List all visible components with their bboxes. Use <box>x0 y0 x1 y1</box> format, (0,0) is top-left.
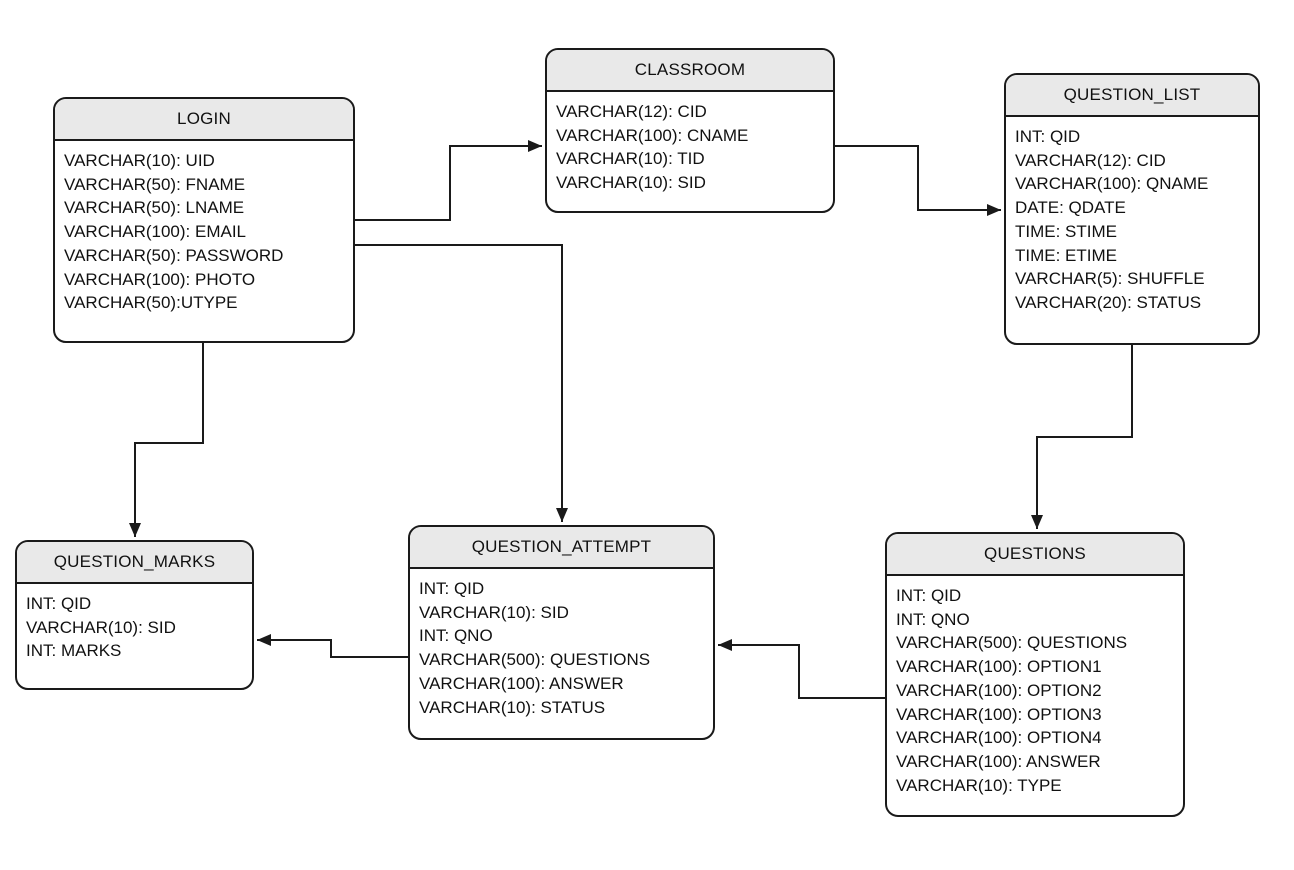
entity-question-attempt: QUESTION_ATTEMPT INT: QID VARCHAR(10): SI… <box>408 525 715 740</box>
field-row: VARCHAR(50): FNAME <box>64 174 246 194</box>
field-row: DATE: QDATE <box>1015 198 1126 218</box>
field-row: TIME: ETIME <box>1015 245 1117 265</box>
connector-login-to-question-attempt <box>355 244 568 522</box>
field-row: VARCHAR(10): SID <box>26 617 176 637</box>
field-list: INT: QID VARCHAR(12): CID VARCHAR(100): QN… <box>1006 117 1258 315</box>
field-row: VARCHAR(50): PASSWORD <box>64 245 284 265</box>
field-row: VARCHAR(50): LNAME <box>64 198 245 218</box>
field-row: TIME: STIME <box>1015 221 1117 241</box>
connector-login-to-question-marks <box>129 343 204 537</box>
field-row: VARCHAR(100): OPTION3 <box>896 704 1102 724</box>
field-row: VARCHAR(100): EMAIL <box>64 222 247 242</box>
entity-title: CLASSROOM <box>547 50 833 92</box>
field-row: VARCHAR(100): ANSWER <box>896 751 1101 771</box>
field-row: INT: QID <box>1015 127 1081 146</box>
field-row: VARCHAR(500): QUESTIONS <box>896 633 1128 653</box>
field-row: VARCHAR(500): QUESTIONS <box>419 650 651 670</box>
field-row: INT: MARKS <box>26 641 122 661</box>
entity-title: QUESTION_MARKS <box>17 542 252 584</box>
field-row: VARCHAR(5): SHUFFLE <box>1015 269 1205 289</box>
field-row: VARCHAR(100): QNAME <box>1015 174 1209 194</box>
entity-title: LOGIN <box>55 99 353 141</box>
field-row: VARCHAR(100): OPTION4 <box>896 728 1102 748</box>
field-row: VARCHAR(50):UTYPE <box>64 293 238 313</box>
field-row: VARCHAR(100): ANSWER <box>419 673 624 693</box>
field-row: VARCHAR(10): UID <box>64 151 215 170</box>
entity-title: QUESTION_LIST <box>1006 75 1258 117</box>
field-list: VARCHAR(12): CID VARCHAR(100): CNAME VARCH… <box>547 92 833 195</box>
connector-login-to-classroom <box>355 140 542 221</box>
field-row: VARCHAR(100): CNAME <box>556 125 749 145</box>
field-row: VARCHAR(10): TID <box>556 149 705 169</box>
field-row: VARCHAR(10): STATUS <box>419 697 606 717</box>
field-row: INT: QID <box>419 579 485 598</box>
field-list: VARCHAR(10): UID VARCHAR(50): FNAME VARCHA… <box>55 141 353 315</box>
field-list: INT: QID VARCHAR(10): SID INT: MARKS <box>17 584 252 663</box>
field-list: INT: QID INT: QNO VARCHAR(500): QUESTIONS V… <box>887 576 1183 797</box>
field-list: INT: QID VARCHAR(10): SID INT: QNO VARCHAR(… <box>410 569 713 719</box>
entity-question-list: QUESTION_LIST INT: QID VARCHAR(12): CID VA… <box>1004 73 1260 345</box>
entity-title: QUESTION_ATTEMPT <box>410 527 713 569</box>
field-row: VARCHAR(20): STATUS <box>1015 292 1202 312</box>
field-row: VARCHAR(12): CID <box>1015 150 1166 170</box>
field-row: VARCHAR(10): SID <box>419 602 569 622</box>
connector-questions-to-question-attempt <box>718 639 885 699</box>
connector-question-list-to-questions <box>1031 345 1133 529</box>
field-row: VARCHAR(100): PHOTO <box>64 269 256 289</box>
field-row: INT: QID <box>896 586 962 605</box>
connector-classroom-to-question-list <box>835 145 1001 216</box>
entity-questions: QUESTIONS INT: QID INT: QNO VARCHAR(500): … <box>885 532 1185 817</box>
entity-login: LOGIN VARCHAR(10): UID VARCHAR(50): FNAME… <box>53 97 355 343</box>
field-row: VARCHAR(12): CID <box>556 102 707 121</box>
field-row: INT: QID <box>26 594 92 613</box>
field-row: INT: QNO <box>896 609 970 629</box>
field-row: VARCHAR(10): SID <box>556 173 706 193</box>
field-row: VARCHAR(10): TYPE <box>896 775 1062 795</box>
entity-classroom: CLASSROOM VARCHAR(12): CID VARCHAR(100): … <box>545 48 835 213</box>
field-row: VARCHAR(100): OPTION1 <box>896 657 1102 677</box>
connector-question-attempt-to-question-marks <box>257 634 408 658</box>
field-row: INT: QNO <box>419 626 493 646</box>
field-row: VARCHAR(100): OPTION2 <box>896 680 1102 700</box>
entity-title: QUESTIONS <box>887 534 1183 576</box>
